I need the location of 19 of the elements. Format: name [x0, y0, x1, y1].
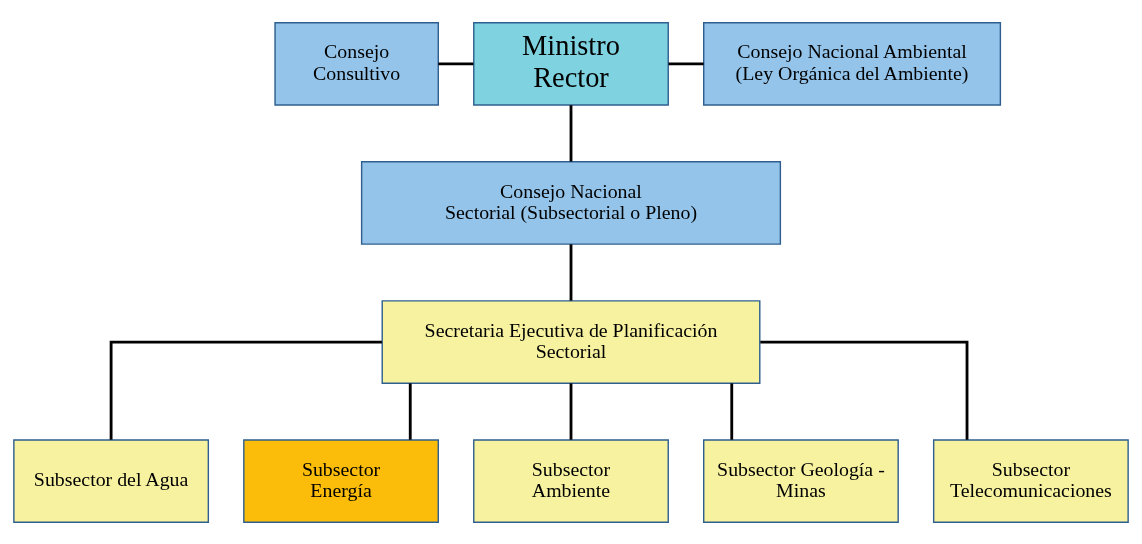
connector	[569, 243, 573, 301]
connector	[730, 382, 734, 440]
node-box: Consejo Nacional Sectorial (Subsectorial o Pleno)	[360, 160, 782, 245]
connector	[408, 382, 412, 440]
connector	[760, 340, 969, 440]
node-box: Secretaria Ejecutiva de Planificación Sectorial	[381, 299, 761, 384]
connector	[569, 104, 573, 161]
node-box: Subsector Telecomunicaciones	[932, 438, 1129, 523]
connector	[668, 61, 704, 65]
node-box: Ministro Rector	[473, 21, 669, 106]
connector	[438, 61, 474, 65]
node-box: Subsector Geología - Minas	[703, 438, 899, 523]
connector	[569, 382, 573, 440]
node-box: Consejo Nacional Ambiental (Ley Orgánica del Ambiente)	[703, 21, 1002, 106]
node-box: Consejo Consultivo	[274, 21, 439, 106]
connector	[109, 340, 382, 440]
node-box: Subsector del Agua	[13, 438, 210, 523]
node-box: Subsector Energía	[243, 438, 439, 523]
node-box: Subsector Ambiente	[473, 438, 669, 523]
